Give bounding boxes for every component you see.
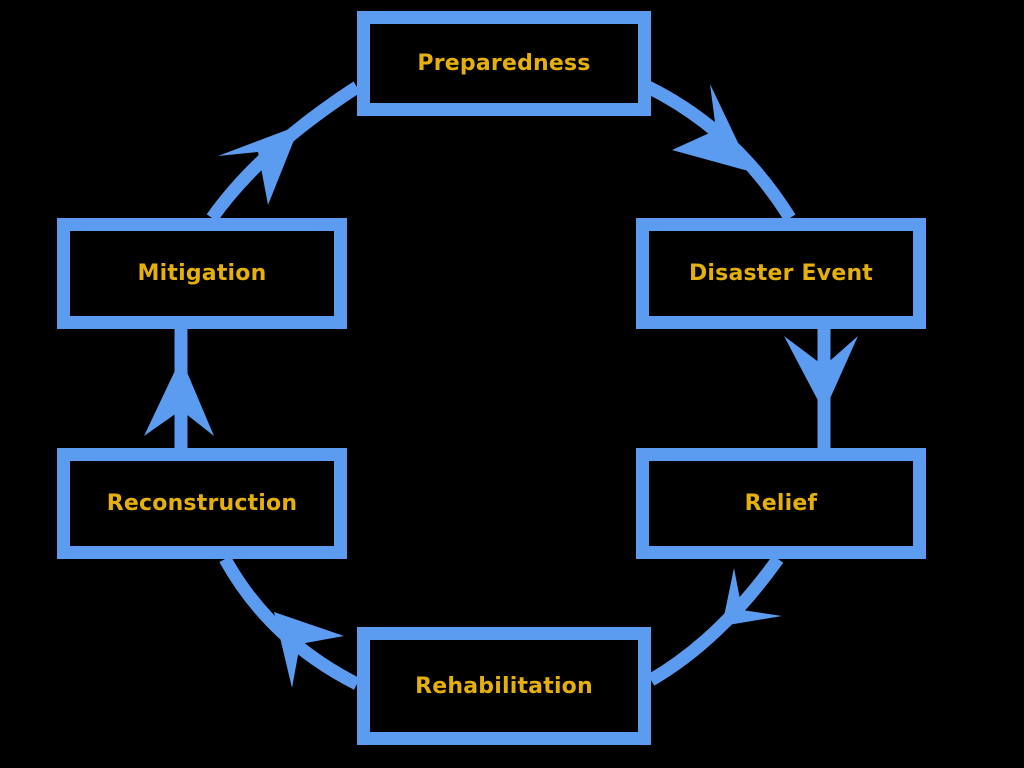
stage-label-mitigation: Mitigation	[137, 261, 267, 286]
connector-relief-to-rehabilitation	[647, 555, 784, 686]
stage-label-preparedness: Preparedness	[417, 51, 591, 76]
arrowhead-disaster-event-to-relief	[784, 336, 858, 412]
arrowhead-mitigation-to-preparedness	[218, 125, 300, 205]
stage-label-disaster-event: Disaster Event	[688, 261, 874, 286]
stage-label-rehabilitation: Rehabilitation	[415, 673, 593, 699]
stage-label-relief: Relief	[744, 491, 818, 516]
arrowhead-rehabilitation-to-reconstruction	[274, 612, 344, 688]
stage-box-mitigation: Mitigation	[57, 218, 347, 329]
stage-box-reconstruction: Reconstruction	[57, 448, 347, 559]
arrowhead-relief-to-rehabilitation	[722, 568, 782, 626]
stage-box-rehabilitation: Rehabilitation	[357, 627, 651, 745]
stage-box-relief: Relief	[636, 448, 926, 559]
arrowhead-reconstruction-to-mitigation	[144, 358, 214, 436]
arrowhead-preparedness-to-disaster-event	[672, 84, 752, 172]
stage-box-disaster-event: Disaster Event	[636, 218, 926, 329]
stage-box-preparedness: Preparedness	[357, 11, 651, 116]
stage-label-reconstruction: Reconstruction	[106, 491, 298, 516]
